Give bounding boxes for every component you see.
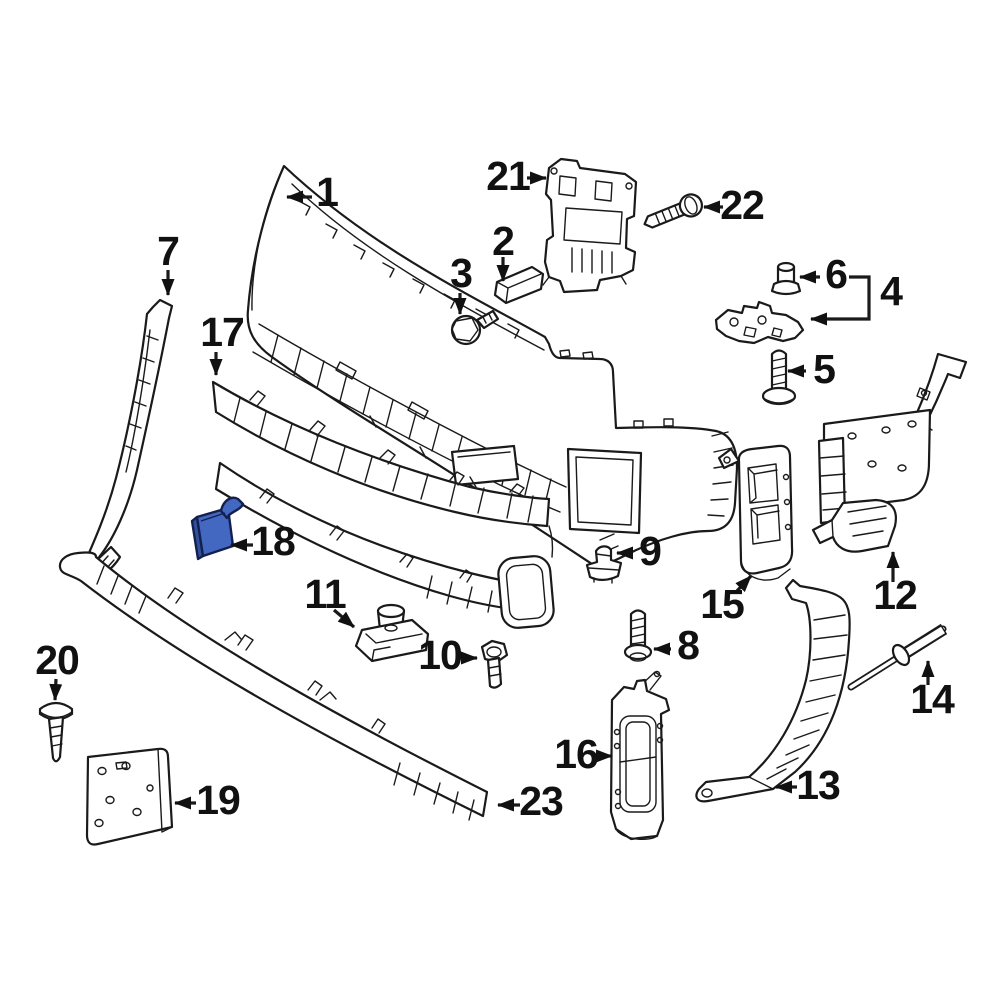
part-callout-19[interactable]: 19 <box>196 776 241 823</box>
part-5-screw-drawing <box>761 349 797 406</box>
part-callout-4[interactable]: 4 <box>880 267 903 314</box>
part-callout-5[interactable]: 5 <box>813 345 836 392</box>
part-callout-8[interactable]: 8 <box>677 621 700 668</box>
part-11-nut-plate-drawing <box>354 603 430 663</box>
part-callout-18[interactable]: 18 <box>251 517 296 564</box>
part-16-fog-bracket-drawing <box>609 670 671 841</box>
part-4-bracket-drawing <box>714 300 805 345</box>
part-callout-17[interactable]: 17 <box>200 308 245 355</box>
part-callout-11[interactable]: 11 <box>304 570 346 617</box>
part-callout-13[interactable]: 13 <box>796 761 841 808</box>
part-13-stiffener-drawing <box>695 578 851 803</box>
part-19-license-bracket-drawing <box>85 747 174 846</box>
callout-arrow-11 <box>332 608 356 629</box>
part-18-tow-hook-cover[interactable] <box>190 496 245 561</box>
callout-arrows <box>49 171 935 812</box>
part-callout-3[interactable]: 3 <box>450 249 473 296</box>
part-23-lower-valance-drawing <box>58 551 489 821</box>
part-callout-6[interactable]: 6 <box>825 250 848 297</box>
part-callout-21[interactable]: 21 <box>486 152 531 199</box>
part-10-bolt-drawing <box>480 639 509 689</box>
part-callout-20[interactable]: 20 <box>35 636 80 683</box>
part-3-bolt-drawing <box>450 309 500 346</box>
callout-connector-4 <box>810 275 871 326</box>
part-callout-14[interactable]: 14 <box>910 675 955 722</box>
part-20-screw-drawing <box>38 701 74 763</box>
callout-arrow-20 <box>49 678 63 701</box>
part-17-grille-support-drawing <box>211 380 555 629</box>
part-14-rivet-drawing <box>847 623 948 691</box>
part-8-screw-drawing <box>623 609 653 662</box>
part-callout-2[interactable]: 2 <box>492 217 515 264</box>
part-2-guide-drawing <box>493 265 545 305</box>
part-callout-12[interactable]: 12 <box>873 571 918 618</box>
part-9-clip-drawing <box>585 545 623 584</box>
part-callout-7[interactable]: 7 <box>157 227 180 274</box>
part-6-nut-drawing <box>770 261 802 296</box>
part-12-side-support-drawing <box>811 352 968 553</box>
part-callout-1[interactable]: 1 <box>316 168 339 215</box>
part-callout-10[interactable]: 10 <box>418 631 463 678</box>
part-21-bracket-drawing <box>542 157 638 294</box>
part-callout-16[interactable]: 16 <box>554 730 599 777</box>
part-22-bolt-drawing <box>643 193 704 229</box>
part-callout-23[interactable]: 23 <box>519 777 564 824</box>
part-callout-22[interactable]: 22 <box>720 181 765 228</box>
part-7-side-retainer-drawing <box>80 298 174 583</box>
part-callout-15[interactable]: 15 <box>700 580 745 627</box>
callout-arrow-15 <box>734 574 753 594</box>
part-callout-9[interactable]: 9 <box>639 527 662 574</box>
part-1-bumper-cover-drawing <box>246 164 739 570</box>
part-15-guide-bracket-drawing <box>717 444 794 581</box>
